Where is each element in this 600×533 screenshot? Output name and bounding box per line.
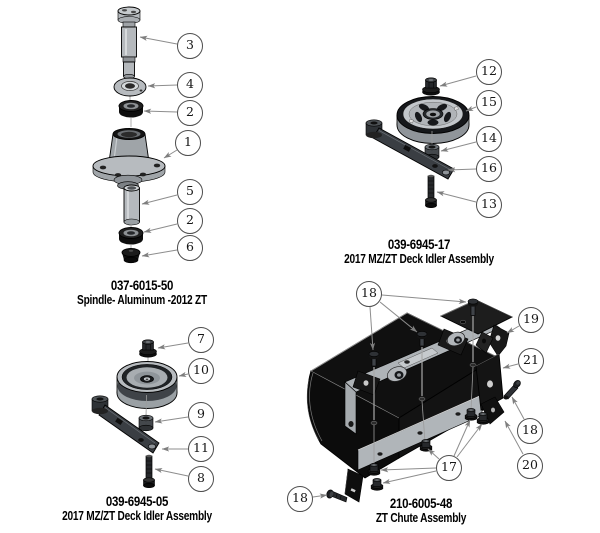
assembly-label-chute: 210-6005-48 ZT Chute Assembly xyxy=(321,497,521,525)
callout-4: 4 xyxy=(177,72,203,98)
callout-number: 9 xyxy=(197,406,205,421)
callout-number: 19 xyxy=(523,311,539,326)
callout-7: 7 xyxy=(188,327,214,353)
chute-bolt-right xyxy=(503,380,521,400)
callout-17: 17 xyxy=(436,455,462,481)
idler-17-drawing xyxy=(365,77,470,209)
callout-12: 12 xyxy=(476,59,502,85)
callout-6: 6 xyxy=(177,235,203,261)
chute-drawing xyxy=(306,298,521,503)
callout-11: 11 xyxy=(188,436,214,462)
callout-number: 2 xyxy=(186,104,194,119)
callout-1: 1 xyxy=(175,130,201,156)
callout-number: 18 xyxy=(361,285,377,300)
spindle-cap xyxy=(121,248,141,264)
assembly-part-number: 210-6005-48 xyxy=(389,496,453,511)
spindle-spacer-tube xyxy=(123,184,140,226)
callout-18-bottom: 18 xyxy=(287,486,313,512)
callout-number: 16 xyxy=(481,160,497,175)
chute-bolt-b xyxy=(416,331,428,402)
chute-nuts xyxy=(367,408,490,491)
callout-number: 6 xyxy=(186,239,194,254)
callout-19: 19 xyxy=(518,307,544,333)
assembly-label-idler-05: 039-6945-05 2017 MZ/ZT Deck Idler Assemb… xyxy=(37,495,237,523)
callout-number: 2 xyxy=(186,212,194,227)
chute-bottom-tab xyxy=(344,468,364,503)
idler05-arm xyxy=(91,395,160,454)
callout-number: 11 xyxy=(193,440,209,455)
callout-13: 13 xyxy=(476,192,502,218)
callout-16: 16 xyxy=(476,156,502,182)
assembly-label-spindle: 037-6015-50 Spindle- Aluminum -2012 ZT xyxy=(42,279,242,307)
callout-9: 9 xyxy=(188,402,214,428)
spindle-bearing-lower xyxy=(118,227,144,245)
callout-5: 5 xyxy=(177,179,203,205)
spindle-housing xyxy=(92,128,166,190)
callout-number: 8 xyxy=(197,470,205,485)
callout-18-top: 18 xyxy=(356,281,382,307)
callout-number: 14 xyxy=(481,130,497,145)
assembly-part-number: 039-6945-05 xyxy=(105,494,169,509)
chute-end-bracket xyxy=(475,353,505,425)
callout-14: 14 xyxy=(476,126,502,152)
idler05-flange-nut xyxy=(139,339,157,358)
idler17-flange-nut xyxy=(422,77,440,96)
callout-number: 18 xyxy=(292,490,308,505)
callout-number: 20 xyxy=(522,457,538,472)
callout-number: 1 xyxy=(184,134,192,149)
callout-number: 10 xyxy=(193,362,209,377)
assembly-name: 2017 MZ/ZT Deck Idler Assembly xyxy=(344,251,494,266)
callout-3: 3 xyxy=(177,33,203,59)
callout-number: 12 xyxy=(481,63,497,78)
idler17-arm xyxy=(365,119,455,180)
spindle-bearing-upper xyxy=(118,100,144,118)
idler-05-drawing xyxy=(91,339,178,488)
chute-hinge-left xyxy=(352,366,408,396)
callout-number: 13 xyxy=(481,196,497,211)
callout-2-lower: 2 xyxy=(177,208,203,234)
callout-21: 21 xyxy=(518,348,544,374)
assembly-name: 2017 MZ/ZT Deck Idler Assembly xyxy=(62,508,212,523)
assembly-name: Spindle- Aluminum -2012 ZT xyxy=(77,292,207,307)
assembly-part-number: 037-6015-50 xyxy=(110,278,174,293)
spindle-shaft xyxy=(117,6,141,80)
callout-8: 8 xyxy=(188,466,214,492)
idler17-pulley xyxy=(396,96,470,144)
callout-number: 17 xyxy=(441,459,457,474)
callout-18-right: 18 xyxy=(517,418,543,444)
callout-number: 4 xyxy=(186,76,194,91)
callout-10: 10 xyxy=(188,358,214,384)
callout-number: 15 xyxy=(481,94,497,109)
assembly-label-idler-17: 039-6945-17 2017 MZ/ZT Deck Idler Assemb… xyxy=(319,238,519,266)
idler05-bolt xyxy=(143,454,155,488)
assembly-name: ZT Chute Assembly xyxy=(375,510,467,525)
chute-bolt-c xyxy=(368,351,380,426)
chute-bolt-a xyxy=(467,298,479,368)
callout-15: 15 xyxy=(476,90,502,116)
assembly-part-number: 039-6945-17 xyxy=(387,237,451,252)
callout-2-upper: 2 xyxy=(177,100,203,126)
callout-20: 20 xyxy=(517,453,543,479)
idler05-pulley xyxy=(116,361,178,409)
idler17-bolt xyxy=(425,174,437,209)
callout-number: 7 xyxy=(197,331,205,346)
idler05-spacer xyxy=(138,414,154,432)
leader-lines xyxy=(139,35,525,499)
callout-number: 18 xyxy=(522,422,538,437)
spindle-washer xyxy=(113,77,147,97)
spindle-assembly-drawing xyxy=(92,6,166,264)
chute-mount-bracket xyxy=(437,299,514,357)
callout-number: 5 xyxy=(186,183,194,198)
chute-bolt-bottom-left xyxy=(326,489,348,503)
callout-number: 3 xyxy=(186,37,194,52)
callout-number: 21 xyxy=(523,352,539,367)
